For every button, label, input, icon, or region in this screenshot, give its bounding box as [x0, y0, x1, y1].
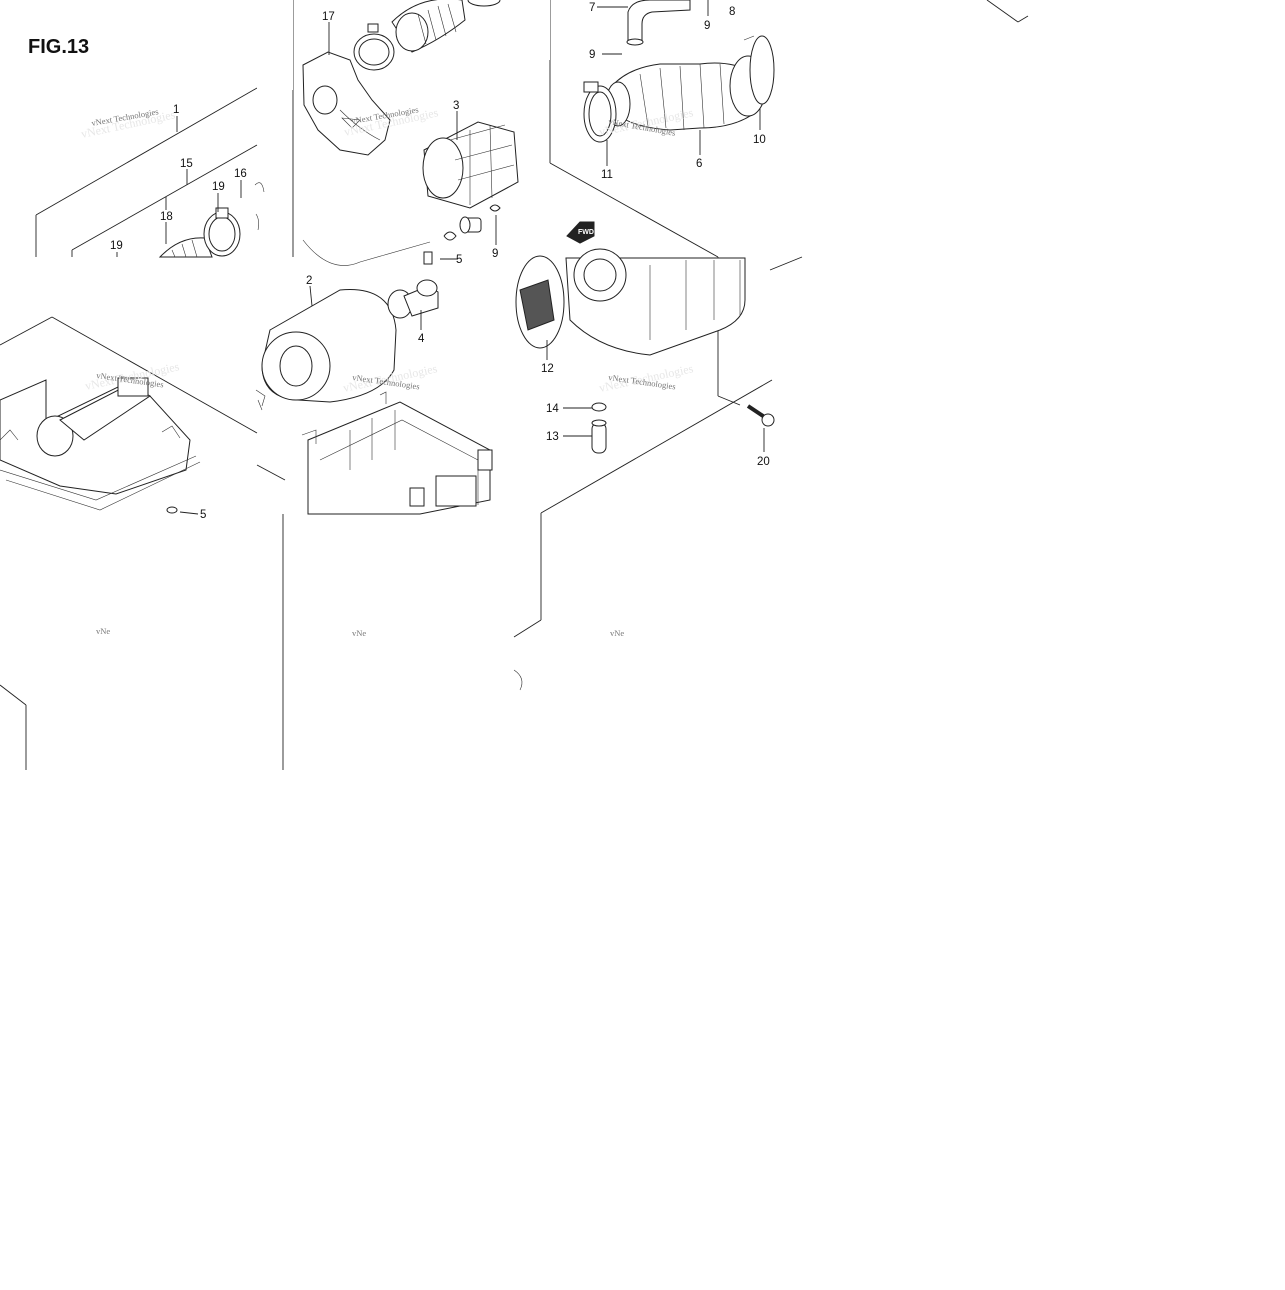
part-housing-right [565, 248, 746, 356]
fwd-arrow: FWD [566, 221, 595, 244]
callout-20: 20 [757, 456, 770, 468]
part-clamp-top [353, 23, 395, 71]
leader-lines [116, 0, 765, 515]
callout-6: 6 [696, 158, 702, 170]
watermark-fragment: vNe [352, 628, 366, 638]
watermark-fragment: vNe [96, 626, 110, 636]
callout-16: 16 [234, 168, 247, 180]
part-fittings-mid [302, 204, 501, 266]
part-20-screw [746, 404, 775, 427]
part-11-clamp [583, 81, 617, 143]
watermark-fragment: vNe [610, 628, 624, 638]
callout-9: 9 [704, 20, 710, 32]
callout-5: 5 [456, 254, 462, 266]
callout-8: 8 [729, 6, 735, 18]
callout-14: 14 [546, 403, 559, 415]
callout-labels: 1 15 16 19 18 19 17 3 9 5 7 9 8 9 6 10 1… [110, 2, 770, 521]
callout-19: 19 [212, 181, 225, 193]
part-case [301, 391, 493, 515]
callout-2: 2 [306, 275, 312, 287]
part-13-14 [591, 402, 607, 454]
callout-1: 1 [173, 104, 179, 116]
fwd-label: FWD [578, 229, 594, 236]
callout-4: 4 [418, 333, 425, 345]
part-17-bracket [302, 51, 391, 156]
callout-9: 9 [589, 49, 595, 61]
figure-title: FIG.13 [28, 36, 90, 58]
callout-12: 12 [541, 363, 554, 375]
part-12-disc [515, 255, 565, 349]
callout-3: 3 [453, 100, 459, 112]
callout-7: 7 [589, 2, 595, 14]
part-2-element [255, 289, 397, 407]
part-7-hose [626, 0, 691, 46]
callout-19: 19 [110, 240, 123, 252]
watermarks: vNext Technologies vNext Technologies vN… [80, 104, 695, 638]
callout-9: 9 [492, 248, 498, 260]
callout-17: 17 [322, 11, 335, 23]
part-hose-left [158, 182, 265, 258]
tile-masks [257, 0, 550, 90]
callout-15: 15 [180, 158, 193, 170]
callout-11: 11 [601, 169, 613, 181]
part-4-cap [387, 279, 439, 319]
part-3-screen [422, 121, 519, 209]
callout-10: 10 [753, 134, 766, 146]
callout-18: 18 [160, 211, 173, 223]
callout-13: 13 [546, 431, 559, 443]
part-lid-left [0, 377, 201, 514]
part-misc-bottom [257, 399, 523, 691]
callout-5: 5 [200, 509, 206, 521]
part-hose-top [391, 0, 501, 53]
